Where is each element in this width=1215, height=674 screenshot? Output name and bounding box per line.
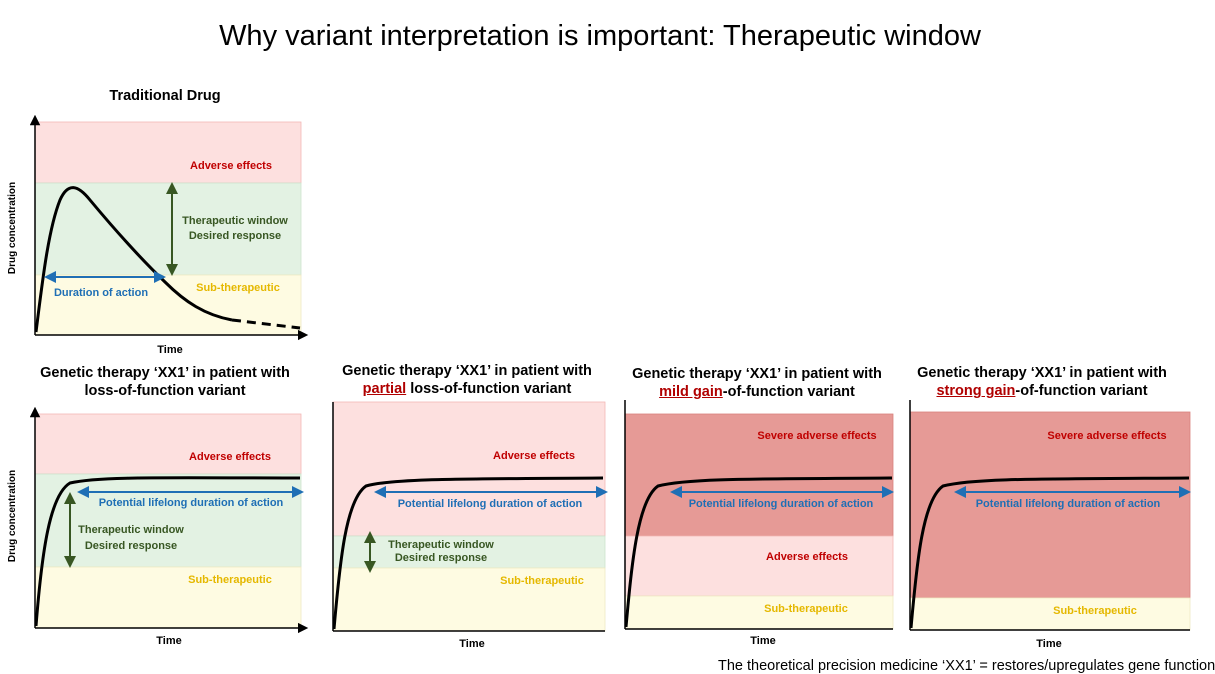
duration-label: Potential lifelong duration of action bbox=[99, 497, 284, 509]
panel4-title-highlight: mild gain bbox=[659, 384, 723, 400]
y-axis-label: Drug concentration bbox=[7, 470, 18, 562]
concentration-curve bbox=[34, 476, 301, 627]
y-axis-label: Drug concentration bbox=[7, 182, 18, 274]
therapeutic-window-label: Therapeutic window bbox=[78, 524, 184, 536]
panel4-graph: Severe adverse effects Potential lifelon… bbox=[624, 400, 894, 647]
desired-response-label: Desired response bbox=[395, 552, 487, 564]
panel5-graph: Severe adverse effects Potential lifelon… bbox=[909, 400, 1191, 650]
adverse-zone bbox=[34, 121, 302, 184]
therapeutic-zone bbox=[34, 473, 302, 568]
therapeutic-zone bbox=[34, 182, 302, 276]
panel3-title-rest: loss-of-function variant bbox=[406, 381, 572, 397]
panel2-graph: Adverse effects Potential lifelong durat… bbox=[7, 406, 309, 647]
x-axis-label: Time bbox=[459, 638, 484, 650]
adverse-label: Adverse effects bbox=[766, 551, 848, 563]
panel4-title-line1: Genetic therapy ‘XX1’ in patient with bbox=[632, 366, 882, 382]
severe-adverse-zone bbox=[624, 413, 894, 537]
duration-label: Potential lifelong duration of action bbox=[976, 498, 1161, 510]
concentration-curve bbox=[332, 476, 604, 630]
panel3-title-line1: Genetic therapy ‘XX1’ in patient with bbox=[342, 363, 592, 379]
panel1-title: Traditional Drug bbox=[60, 87, 270, 105]
panel2-title-line1: Genetic therapy ‘XX1’ in patient with bbox=[40, 365, 290, 381]
duration-label: Potential lifelong duration of action bbox=[689, 498, 874, 510]
severe-adverse-label: Severe adverse effects bbox=[757, 430, 876, 442]
panel4-title-rest: -of-function variant bbox=[722, 384, 855, 400]
adverse-label: Adverse effects bbox=[189, 451, 271, 463]
x-axis-label: Time bbox=[1036, 638, 1061, 650]
severe-adverse-zone bbox=[909, 411, 1191, 599]
x-axis-label: Time bbox=[157, 344, 182, 356]
adverse-zone bbox=[34, 413, 302, 475]
panel2-title: Genetic therapy ‘XX1’ in patient with lo… bbox=[20, 364, 310, 400]
adverse-zone bbox=[624, 535, 894, 597]
adverse-zone bbox=[332, 401, 606, 537]
footnote: The theoretical precision medicine ‘XX1’… bbox=[718, 658, 1215, 674]
x-axis-label: Time bbox=[750, 635, 775, 647]
sub-therapeutic-zone bbox=[332, 567, 606, 632]
concentration-curve-dashed bbox=[231, 318, 301, 330]
panel5-title-highlight: strong gain bbox=[936, 383, 1016, 399]
panel3-graph: Adverse effects Potential lifelong durat… bbox=[332, 401, 608, 650]
panel1-graph: Adverse effects Therapeutic window Desir… bbox=[7, 114, 309, 356]
panel3-title: Genetic therapy ‘XX1’ in patient with pa… bbox=[322, 362, 612, 398]
panel2-title-line2: loss-of-function variant bbox=[84, 383, 246, 399]
therapeutic-window-label: Therapeutic window bbox=[388, 539, 494, 551]
panel5-title-rest: -of-function variant bbox=[1015, 383, 1148, 399]
sub-therapeutic-zone bbox=[624, 595, 894, 630]
page-title: Why variant interpretation is important:… bbox=[219, 20, 981, 52]
therapeutic-zone bbox=[332, 535, 606, 569]
sub-therapeutic-label: Sub-therapeutic bbox=[188, 574, 272, 586]
sub-therapeutic-label: Sub-therapeutic bbox=[196, 282, 280, 294]
panel4-title: Genetic therapy ‘XX1’ in patient with mi… bbox=[612, 365, 902, 401]
panel4-title-line2: mild gain-of-function variant bbox=[612, 383, 902, 401]
adverse-label: Adverse effects bbox=[493, 450, 575, 462]
sub-therapeutic-label: Sub-therapeutic bbox=[764, 603, 848, 615]
panel5-title-line2: strong gain-of-function variant bbox=[897, 382, 1187, 400]
desired-response-label: Desired response bbox=[85, 540, 177, 552]
x-axis-label: Time bbox=[156, 635, 181, 647]
duration-label: Duration of action bbox=[54, 287, 148, 299]
sub-therapeutic-label: Sub-therapeutic bbox=[500, 575, 584, 587]
concentration-curve bbox=[624, 476, 893, 628]
panel3-title-line2: partial loss-of-function variant bbox=[322, 380, 612, 398]
duration-label: Potential lifelong duration of action bbox=[398, 498, 583, 510]
desired-response-label: Desired response bbox=[189, 230, 281, 242]
concentration-curve bbox=[909, 476, 1190, 629]
sub-therapeutic-label: Sub-therapeutic bbox=[1053, 605, 1137, 617]
adverse-label: Adverse effects bbox=[190, 160, 272, 172]
panel5-title-line1: Genetic therapy ‘XX1’ in patient with bbox=[917, 365, 1167, 381]
panel5-title: Genetic therapy ‘XX1’ in patient with st… bbox=[897, 364, 1187, 400]
concentration-curve bbox=[34, 186, 233, 333]
panel1-title-text: Traditional Drug bbox=[109, 88, 221, 104]
panel3-title-highlight: partial bbox=[362, 381, 407, 397]
severe-adverse-label: Severe adverse effects bbox=[1047, 430, 1166, 442]
therapeutic-window-label: Therapeutic window bbox=[182, 215, 288, 227]
sub-therapeutic-zone bbox=[909, 597, 1191, 631]
